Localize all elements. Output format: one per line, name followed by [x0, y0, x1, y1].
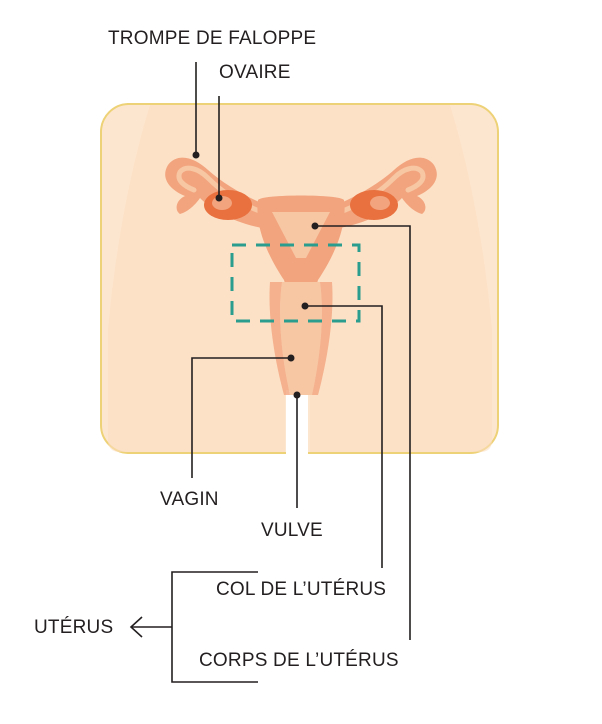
- cervix-highlight-box: [230, 243, 361, 323]
- ovary-dot: [215, 194, 223, 202]
- leader-dots: [192, 151, 319, 399]
- uterus-arrow-head: [129, 616, 143, 638]
- label-ovary: OVAIRE: [219, 62, 291, 83]
- label-vagina: VAGIN: [160, 489, 219, 510]
- cervix-leader: [305, 305, 383, 568]
- vagina-outer: [269, 282, 333, 395]
- label-fallopian-tube: TROMPE DE FALOPPE: [108, 28, 317, 49]
- leader-lines: [129, 62, 411, 683]
- label-uterus-body: CORPS DE L’UTÉRUS: [199, 650, 399, 671]
- vulva-dot: [293, 391, 301, 399]
- label-uterus: UTÉRUS: [34, 617, 114, 638]
- vagina-dot: [287, 354, 295, 362]
- label-cervix: COL DE L’UTÉRUS: [216, 579, 387, 600]
- right-ovary-inner: [370, 196, 390, 210]
- label-vulva: VULVE: [261, 520, 323, 541]
- vagina-leader: [191, 357, 291, 478]
- cervix-dot: [301, 302, 309, 310]
- fallopian-tube-dot: [192, 151, 200, 159]
- vagina-canal: [280, 282, 322, 395]
- uterus-body-leader: [315, 225, 411, 640]
- uterus-body-dot: [311, 222, 319, 230]
